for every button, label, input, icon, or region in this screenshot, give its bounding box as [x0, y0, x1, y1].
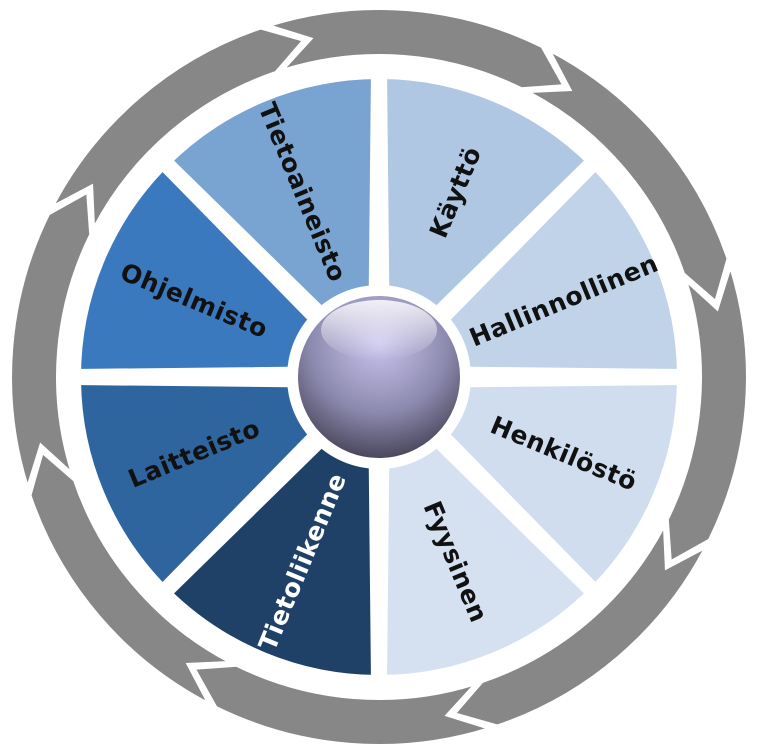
segment-fyysinen: [371, 376, 604, 691]
cycle-arrow-5: [193, 664, 492, 746]
segment-tietoaineisto: [154, 63, 387, 378]
segment-kytt: [371, 63, 604, 378]
segment-hallinnollinen: [378, 152, 693, 385]
hub: [287, 285, 471, 469]
cycle-arrow-3: [666, 264, 748, 563]
segment-ohjelmisto: [65, 152, 380, 385]
segment-group: KäyttöHallinnollinenHenkilöstöFyysinenTi…: [65, 63, 693, 691]
cycle-arrow-2: [525, 48, 729, 303]
cycle-arrow-8: [50, 27, 305, 231]
segment-laitteisto: [65, 369, 380, 602]
cycle-arrow-ring: [10, 8, 748, 746]
cycle-arrow-1: [266, 8, 565, 90]
segment-tietoliikenne: [154, 376, 387, 691]
hub-highlight: [321, 300, 437, 360]
cycle-arrow-6: [29, 451, 233, 706]
segment-henkilst: [378, 369, 693, 602]
cycle-arrow-7: [10, 191, 92, 490]
cycle-arrow-4: [453, 523, 708, 727]
